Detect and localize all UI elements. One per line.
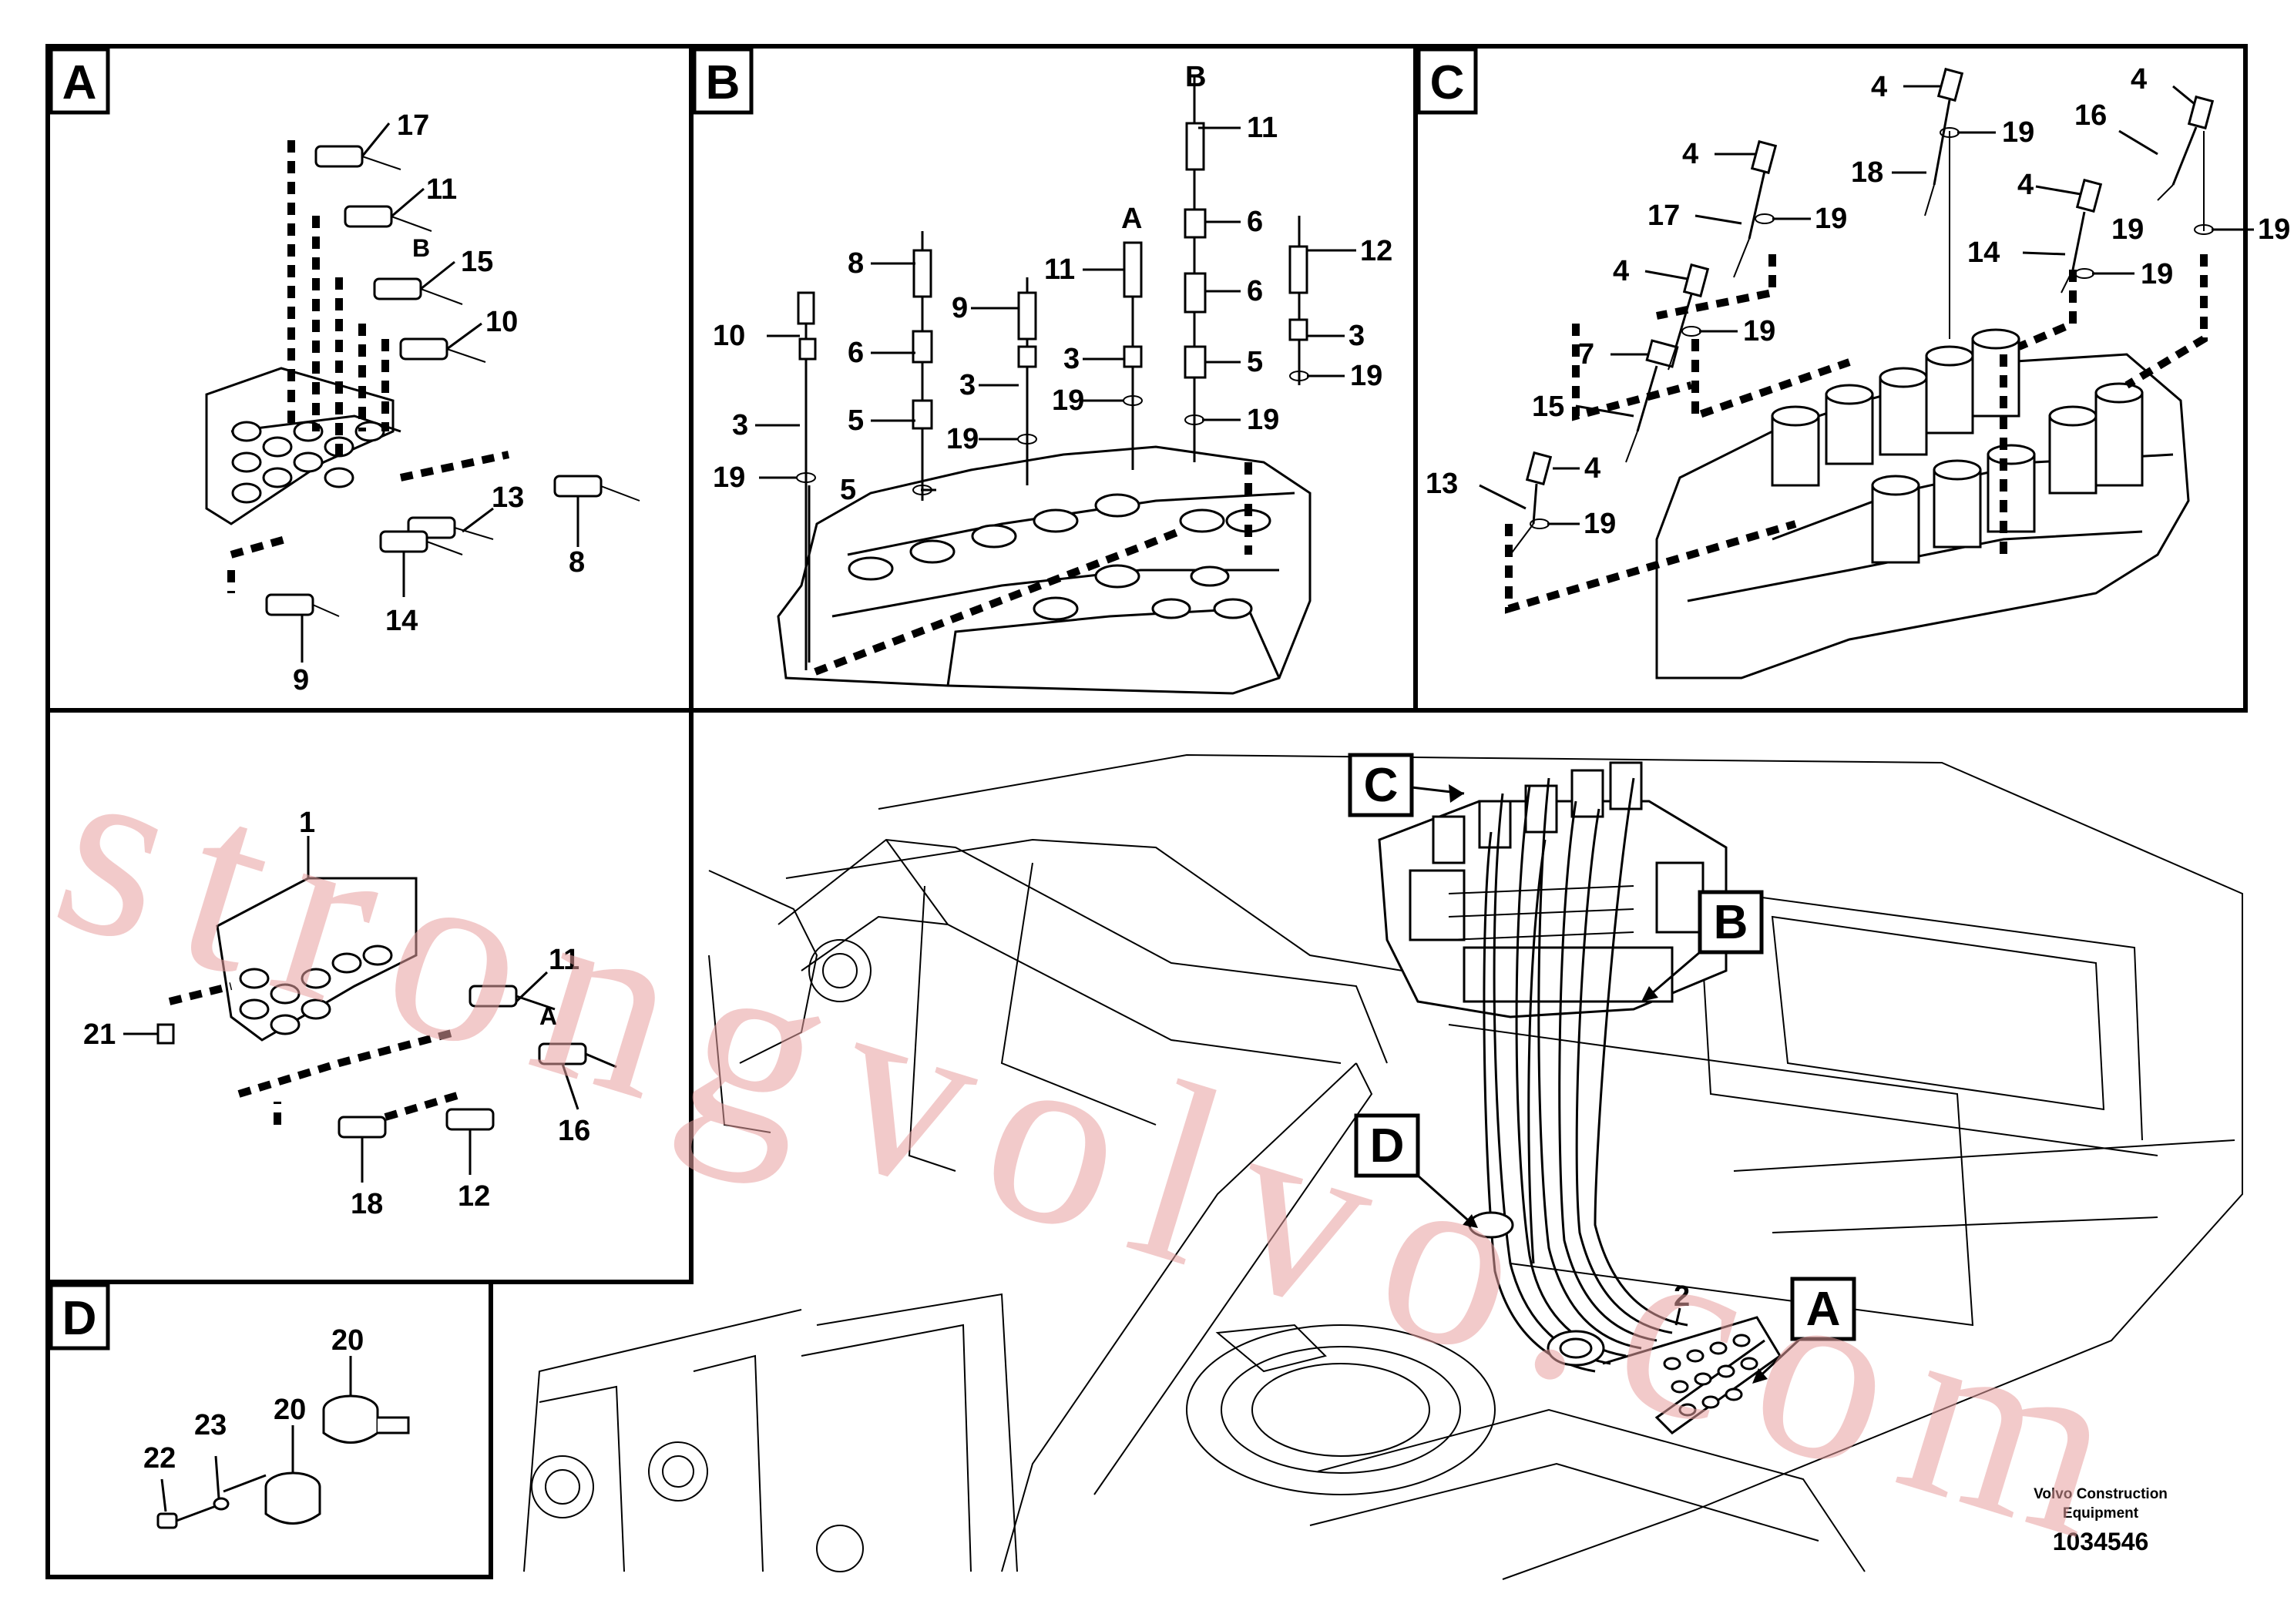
svg-text:D: D xyxy=(62,1292,97,1345)
callout-b: B xyxy=(1641,890,1764,1002)
svg-text:14: 14 xyxy=(385,605,418,637)
svg-text:3: 3 xyxy=(1063,343,1080,375)
svg-text:10: 10 xyxy=(485,306,518,338)
svg-text:A: A xyxy=(1806,1283,1841,1336)
svg-text:3: 3 xyxy=(1349,320,1365,352)
svg-text:22: 22 xyxy=(143,1442,176,1475)
panel-frames xyxy=(45,44,2248,1579)
svg-text:19: 19 xyxy=(713,461,745,494)
panel-a-drawing: 17 11 15 10 13 8 14 9 B xyxy=(205,109,640,696)
svg-text:6: 6 xyxy=(848,337,864,369)
callout-a: A xyxy=(1752,1277,1856,1384)
svg-text:5: 5 xyxy=(840,474,856,506)
svg-text:4: 4 xyxy=(1682,138,1698,170)
svg-text:2: 2 xyxy=(1674,1280,1690,1313)
svg-text:4: 4 xyxy=(1584,452,1600,485)
svg-text:A: A xyxy=(539,1002,557,1030)
svg-text:12: 12 xyxy=(1360,235,1392,267)
svg-text:13: 13 xyxy=(1426,468,1458,500)
svg-text:19: 19 xyxy=(2002,116,2034,149)
svg-text:12: 12 xyxy=(458,1180,490,1213)
svg-text:11: 11 xyxy=(1044,253,1075,286)
panel-b-drawing: B 11 A 6 6 12 8 11 9 10 6 3 3 5 5 3 19 1… xyxy=(713,61,1392,695)
svg-text:B: B xyxy=(1714,896,1748,949)
svg-text:19: 19 xyxy=(2111,213,2144,246)
svg-text:5: 5 xyxy=(848,404,864,437)
panel-tag-c: C xyxy=(1416,47,1478,115)
panel-c-drawing: 4 4 16 19 4 18 4 17 19 19 19 14 19 4 19 … xyxy=(1426,63,2290,679)
drawing-number: 1034546 xyxy=(2053,1528,2149,1555)
svg-text:9: 9 xyxy=(952,292,968,324)
company-name-line2: Equipment xyxy=(2063,1505,2139,1522)
svg-text:19: 19 xyxy=(1743,315,1775,347)
svg-text:8: 8 xyxy=(569,546,585,579)
svg-text:17: 17 xyxy=(397,109,429,142)
svg-text:17: 17 xyxy=(1647,200,1680,232)
panel-tag-b: B xyxy=(692,47,754,115)
svg-text:19: 19 xyxy=(2258,213,2290,246)
svg-text:11: 11 xyxy=(1247,112,1278,144)
svg-text:11: 11 xyxy=(426,173,457,206)
watermark: strongvolvo.com xyxy=(30,701,2174,1600)
svg-text:21: 21 xyxy=(83,1018,116,1051)
svg-text:23: 23 xyxy=(194,1409,227,1441)
callout-c: C xyxy=(1348,753,1465,817)
svg-text:13: 13 xyxy=(492,481,524,514)
svg-text:7: 7 xyxy=(1578,338,1594,371)
panel-d-drawing: 20 23 20 22 xyxy=(143,1324,410,1529)
svg-text:4: 4 xyxy=(1871,71,1887,103)
svg-text:19: 19 xyxy=(1584,508,1616,540)
svg-text:9: 9 xyxy=(293,664,309,696)
panel-tag-a: A xyxy=(49,47,110,115)
svg-text:19: 19 xyxy=(946,423,979,455)
svg-text:D: D xyxy=(1370,1119,1405,1173)
svg-text:11: 11 xyxy=(549,944,579,976)
svg-text:16: 16 xyxy=(558,1115,590,1147)
panel-bracket-drawing: 1 11 21 16 18 12 A xyxy=(83,807,617,1220)
svg-text:20: 20 xyxy=(274,1394,306,1426)
svg-text:19: 19 xyxy=(1052,384,1084,417)
svg-text:10: 10 xyxy=(713,320,745,352)
main-assembly-drawing: 2 xyxy=(523,753,2243,1580)
svg-text:18: 18 xyxy=(351,1188,383,1220)
svg-text:19: 19 xyxy=(1247,404,1279,436)
svg-text:19: 19 xyxy=(1815,203,1847,235)
svg-text:4: 4 xyxy=(1613,255,1629,287)
svg-text:15: 15 xyxy=(461,246,493,278)
svg-text:6: 6 xyxy=(1247,275,1263,307)
svg-text:6: 6 xyxy=(1247,206,1263,238)
callout-d: D xyxy=(1354,1113,1478,1228)
svg-text:16: 16 xyxy=(2074,99,2107,132)
svg-text:3: 3 xyxy=(732,409,748,441)
svg-text:15: 15 xyxy=(1532,391,1564,423)
svg-text:18: 18 xyxy=(1851,156,1883,189)
svg-text:3: 3 xyxy=(959,369,976,401)
svg-text:4: 4 xyxy=(2131,63,2147,96)
svg-text:8: 8 xyxy=(848,247,864,280)
svg-text:20: 20 xyxy=(331,1324,364,1357)
svg-text:19: 19 xyxy=(1350,360,1382,392)
svg-text:19: 19 xyxy=(2141,258,2173,290)
svg-text:14: 14 xyxy=(1967,237,2000,269)
panel-tag-d: D xyxy=(49,1283,110,1351)
svg-text:5: 5 xyxy=(1247,346,1263,378)
svg-text:A: A xyxy=(1121,203,1142,235)
svg-text:B: B xyxy=(1185,61,1206,93)
svg-text:A: A xyxy=(62,56,97,109)
svg-text:B: B xyxy=(706,56,741,109)
svg-text:4: 4 xyxy=(2017,169,2034,201)
svg-text:B: B xyxy=(412,234,430,262)
svg-text:C: C xyxy=(1364,759,1399,812)
svg-text:1: 1 xyxy=(299,807,315,839)
svg-text:C: C xyxy=(1430,56,1465,109)
drawing-footer: Volvo Construction Equipment 1034546 xyxy=(2034,1486,2168,1555)
company-name-line1: Volvo Construction xyxy=(2034,1486,2168,1502)
